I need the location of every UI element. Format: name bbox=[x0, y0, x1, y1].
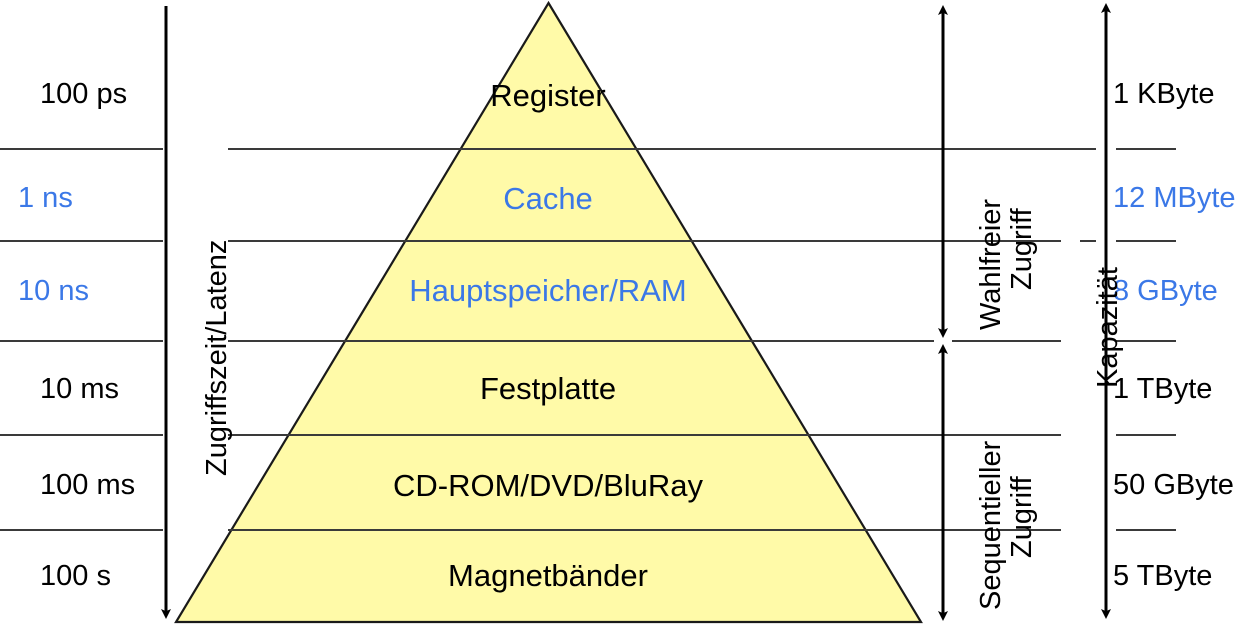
latency-value-optical: 100 ms bbox=[40, 469, 136, 501]
pyramid-shape bbox=[174, 0, 923, 624]
latency-value-magnetband: 100 s bbox=[40, 560, 111, 592]
axis-label-sequential-access-line1: Sequentieller bbox=[975, 440, 1007, 610]
capacity-value-register: 1 KByte bbox=[1113, 78, 1215, 110]
latency-value-register: 100 ps bbox=[40, 78, 128, 110]
capacity-value-magnetband: 5 TByte bbox=[1113, 560, 1213, 592]
latency-value-cache: 1 ns bbox=[18, 182, 73, 214]
tier-name-optical: CD-ROM/DVD/BluRay bbox=[392, 468, 704, 503]
tier-name-cache: Cache bbox=[503, 181, 593, 216]
capacity-value-cache: 12 MByte bbox=[1113, 182, 1236, 214]
tier-name-register: Register bbox=[490, 78, 606, 113]
axis-label-latency: Zugriffszeit/Latenz bbox=[201, 239, 233, 476]
latency-value-festplatte: 10 ms bbox=[40, 373, 119, 405]
axis-label-random-access-line1: Wahlfreier bbox=[975, 198, 1007, 330]
tier-name-festplatte: Festplatte bbox=[479, 371, 617, 406]
capacity-value-festplatte: 1 TByte bbox=[1113, 373, 1213, 405]
tier-divider-lines bbox=[0, 148, 1176, 531]
axis-label-random-access-line2: Zugriff bbox=[1006, 208, 1038, 290]
axis-label-sequential-access-line2: Zugriff bbox=[1006, 476, 1038, 558]
capacity-value-hauptspeicher: 8 GByte bbox=[1113, 275, 1218, 307]
tier-name-hauptspeicher: Hauptspeicher/RAM bbox=[409, 273, 687, 308]
tier-name-magnetband: Magnetbänder bbox=[448, 558, 648, 593]
axis-label-capacity: Kapazität bbox=[1092, 267, 1124, 388]
capacity-value-optical: 50 GByte bbox=[1113, 469, 1234, 501]
latency-value-hauptspeicher: 10 ns bbox=[18, 275, 89, 307]
